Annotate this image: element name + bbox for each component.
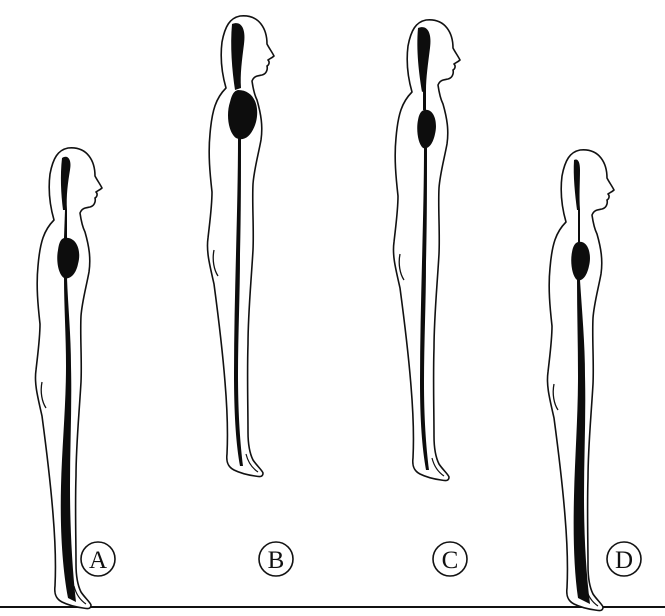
label-a: A	[81, 542, 115, 576]
label-b-text: B	[268, 547, 285, 574]
figure-b	[207, 16, 274, 477]
label-c: C	[433, 542, 467, 576]
label-d-text: D	[615, 547, 633, 574]
figure-d	[547, 150, 614, 611]
label-d: D	[607, 542, 641, 576]
label-b: B	[259, 542, 293, 576]
label-c-text: C	[442, 547, 459, 574]
figure-a	[35, 148, 102, 609]
body-outline-c	[393, 20, 460, 481]
label-a-text: A	[89, 547, 107, 574]
figure-c	[393, 20, 460, 481]
ground-line	[0, 606, 665, 608]
